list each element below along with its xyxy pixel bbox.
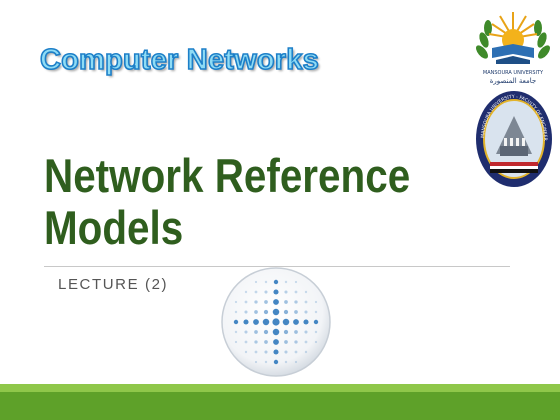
- course-title: Computer Networks: [39, 43, 319, 77]
- slide-title-line-2: Models: [44, 201, 184, 254]
- emblem-caption-ar: جامعة المنصورة: [490, 77, 537, 85]
- faculty-emblem-icon: MANSOURA UNIVERSITY - FACULTY OF ENGINEE…: [472, 84, 554, 190]
- title-divider: [44, 266, 510, 267]
- emblem-caption-en: MANSOURA UNIVERSITY: [483, 70, 544, 76]
- university-emblem-icon: MANSOURA UNIVERSITY جامعة المنصورة: [470, 4, 556, 86]
- footer-band-light: [0, 384, 560, 392]
- lecture-subtitle: LECTURE (2): [58, 276, 169, 293]
- dotted-globe-icon: [220, 266, 332, 378]
- slide-title: Network Reference Models: [44, 150, 414, 254]
- footer-band-dark: [0, 392, 560, 420]
- slide-title-line-1: Network Reference: [44, 149, 411, 202]
